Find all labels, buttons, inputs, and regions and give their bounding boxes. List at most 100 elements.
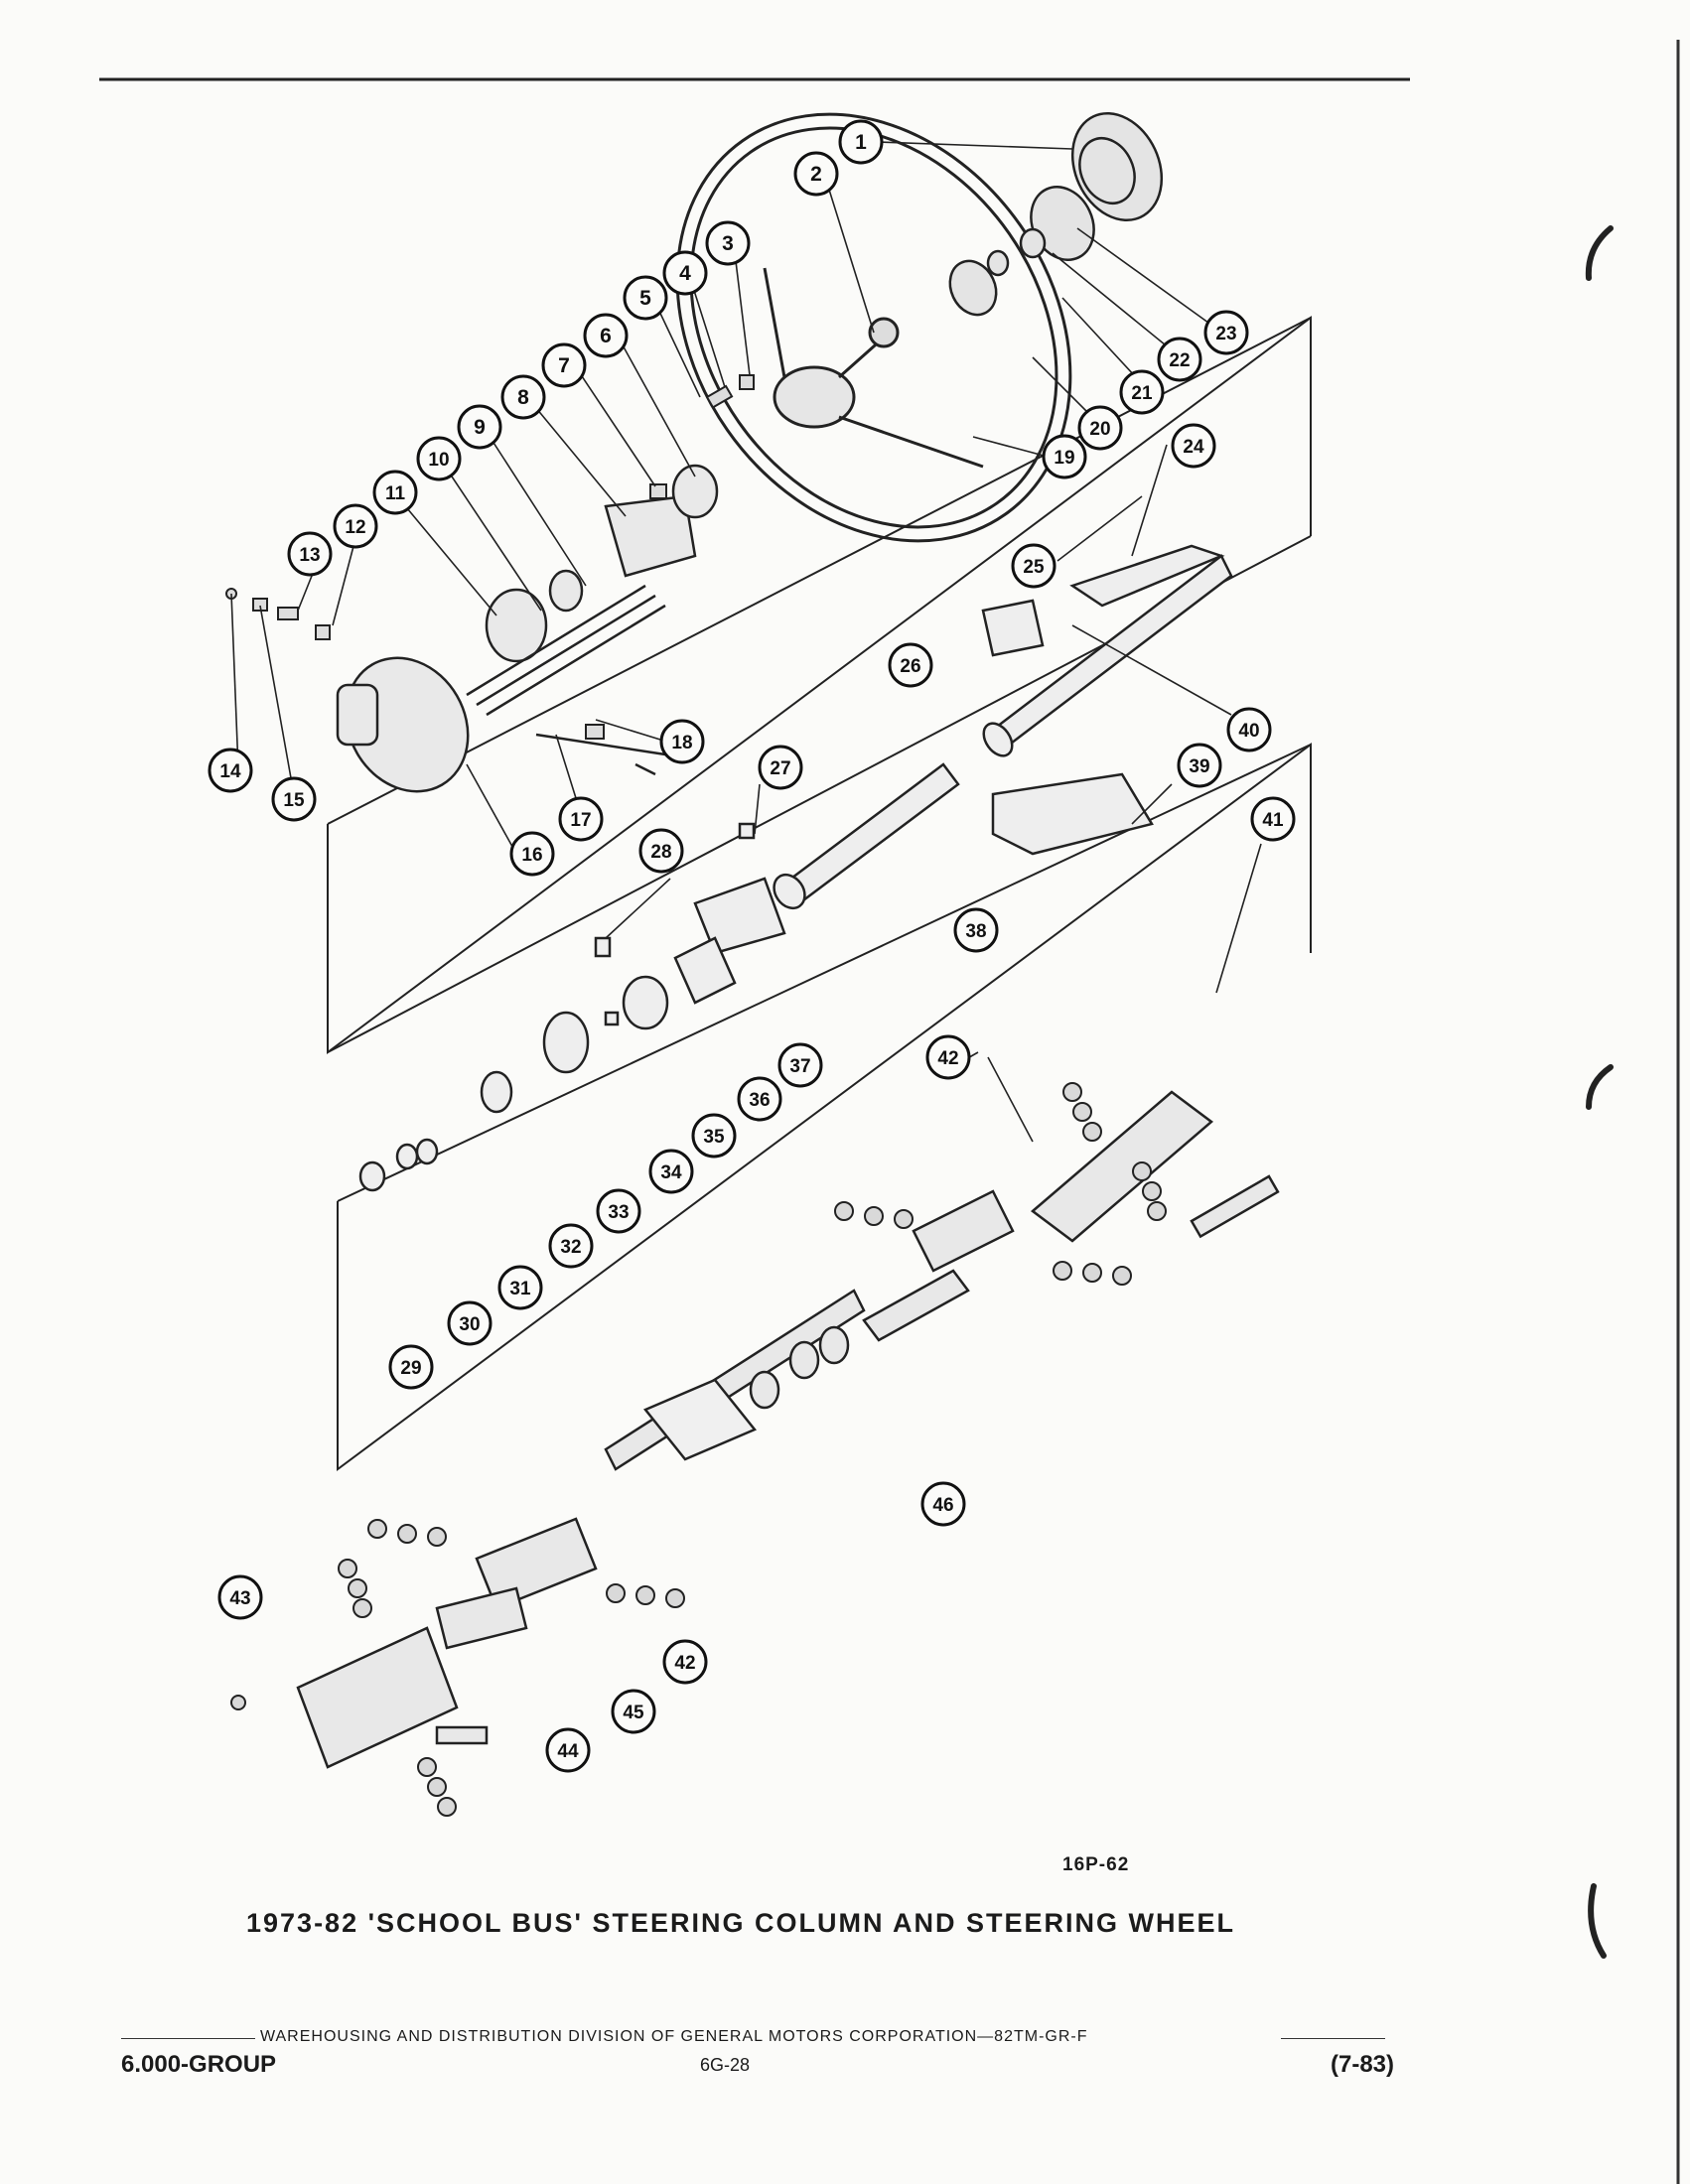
callout-number-21: 21 [1131,383,1153,404]
callout-circle-34 [648,1149,694,1194]
callout-circle-11 [372,470,418,515]
callout-circle-44 [545,1727,591,1773]
callout-number-17: 17 [570,810,591,831]
footer-date: (7-83) [1331,2051,1395,2078]
callout-circle-42 [662,1639,708,1685]
callout-number-38: 38 [965,921,986,942]
callout-circle-1 [838,119,884,165]
retaining-hardware [225,374,755,740]
callout-circle-9 [457,404,502,450]
callout-circle-29 [388,1344,434,1390]
callout-number-33: 33 [608,1202,629,1223]
callout-number-41: 41 [1262,810,1284,831]
callout-number-42: 42 [674,1653,695,1674]
callout-number-26: 26 [900,656,920,677]
callout-circle-4 [662,250,708,296]
callout-circle-18 [659,719,705,764]
callout-number-46: 46 [932,1495,953,1516]
callout-circle-13 [287,531,333,577]
callout-circle-24 [1171,423,1216,469]
leader-lines [230,141,1262,1143]
callout-number-10: 10 [428,450,449,471]
callout-circle-45 [611,1689,656,1734]
callout-circle-14 [208,748,253,793]
callout-number-2: 2 [810,163,822,186]
callout-circle-10 [416,436,462,481]
callout-number-45: 45 [623,1703,644,1723]
callout-circle-27 [758,745,803,790]
callout-circle-40 [1226,707,1272,752]
callout-number-1: 1 [855,131,867,154]
callout-number-3: 3 [722,232,734,255]
turn-signal-assembly [336,464,719,793]
callout-circle-31 [497,1265,543,1310]
callout-circle-21 [1119,369,1165,415]
footer-division-text: WAREHOUSING AND DISTRIBUTION DIVISION OF… [260,2028,1088,2045]
callout-circle-25 [1011,543,1056,589]
callout-number-31: 31 [509,1279,531,1299]
callout-number-11: 11 [385,483,406,504]
callout-circle-3 [705,220,751,266]
callout-number-30: 30 [459,1314,480,1335]
callout-circle-30 [447,1300,493,1346]
callout-number-13: 13 [299,545,320,566]
bearing-caps [230,1082,1167,1817]
callout-circle-46 [920,1481,966,1527]
callout-number-32: 32 [560,1237,581,1258]
callout-circle-37 [777,1042,823,1088]
universal-joints [296,1090,1280,1769]
callout-circle-5 [623,275,668,321]
callout-circle-43 [217,1574,263,1620]
callout-number-24: 24 [1183,437,1204,458]
callout-circle-22 [1157,337,1202,382]
binder-hole-bottom [1588,1883,1607,1959]
callout-circle-42 [925,1034,971,1080]
callout-circle-28 [638,828,684,874]
callout-circle-26 [888,642,933,688]
binder-hole-middle [1586,1064,1614,1110]
callout-number-28: 28 [650,842,671,863]
callout-number-36: 36 [749,1090,770,1111]
callout-number-9: 9 [474,416,486,439]
footer-group: 6.000-GROUP [121,2051,277,2078]
callout-number-34: 34 [660,1162,682,1183]
callout-number-15: 15 [283,790,305,811]
callout-circle-6 [583,313,629,358]
callout-number-39: 39 [1189,756,1209,777]
callout-circle-39 [1177,743,1222,788]
callout-circle-23 [1203,310,1249,355]
callout-number-20: 20 [1089,419,1110,440]
callout-number-27: 27 [770,758,790,779]
figure-id: 16P-62 [1062,1854,1130,1875]
callout-number-12: 12 [345,517,365,538]
callout-number-23: 23 [1215,324,1236,344]
callout-circle-2 [793,151,839,197]
callout-number-44: 44 [557,1741,579,1762]
callout-number-14: 14 [219,761,241,782]
callout-circle-32 [548,1223,594,1269]
callout-number-6: 6 [600,325,612,347]
figure-title: 1973-82 'SCHOOL BUS' STEERING COLUMN AND… [246,1908,1235,1938]
callout-number-37: 37 [789,1056,810,1077]
binder-hole-top [1585,225,1614,281]
callout-number-35: 35 [703,1127,725,1148]
callout-number-42: 42 [937,1048,958,1069]
callout-number-19: 19 [1054,448,1074,469]
callout-number-29: 29 [400,1358,421,1379]
steering-wheel [675,112,1072,543]
callout-circle-17 [558,796,604,842]
callout-number-18: 18 [671,733,692,753]
callout-number-4: 4 [679,262,691,285]
callout-circle-12 [333,503,378,549]
callout-circle-35 [691,1113,737,1159]
callout-number-22: 22 [1169,350,1190,371]
callout-circle-19 [1042,434,1087,479]
callout-circle-20 [1077,405,1123,451]
callout-circle-36 [737,1076,782,1122]
callout-circle-41 [1250,796,1296,842]
steering-shaft [358,762,960,1192]
callout-number-16: 16 [521,845,542,866]
callout-group: 1234567891011121314151617181920212223242… [208,119,1296,1773]
callout-circle-38 [953,907,999,953]
